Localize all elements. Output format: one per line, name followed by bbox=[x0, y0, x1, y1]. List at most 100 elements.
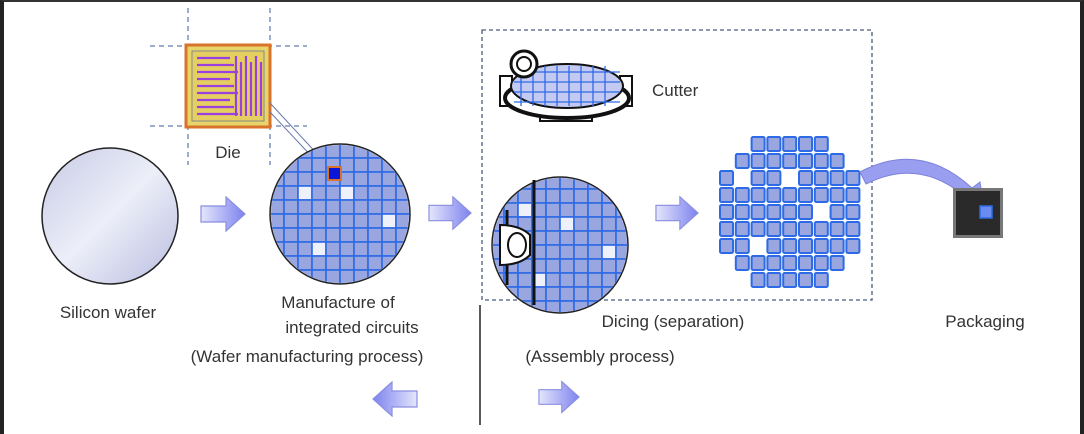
wafer-die bbox=[297, 185, 313, 201]
wafer-die bbox=[559, 216, 575, 232]
diced-die bbox=[766, 153, 782, 169]
wafer-die bbox=[271, 157, 285, 173]
wafer-die bbox=[601, 216, 617, 232]
wafer-die bbox=[283, 227, 299, 243]
wafer-die bbox=[545, 202, 561, 218]
diced-die bbox=[734, 221, 750, 237]
arrow-right-icon bbox=[538, 380, 580, 414]
silicon-wafer-label: Silicon wafer bbox=[60, 303, 157, 322]
diced-die bbox=[719, 238, 734, 254]
wafer-die bbox=[545, 188, 561, 204]
wafer-die bbox=[297, 213, 313, 229]
wafer-die bbox=[493, 286, 505, 302]
diced-die bbox=[845, 170, 861, 186]
diced-die bbox=[829, 255, 845, 271]
diced-die bbox=[734, 255, 750, 271]
assembly-process-label: (Assembly process) bbox=[525, 347, 674, 366]
wafer-die bbox=[325, 227, 341, 243]
diced-die bbox=[813, 272, 829, 288]
diced-die bbox=[719, 170, 734, 186]
wafer-die bbox=[559, 202, 575, 218]
wafer-die bbox=[517, 272, 533, 288]
diced-die bbox=[766, 221, 782, 237]
wafer-die bbox=[325, 241, 341, 257]
diced-die bbox=[845, 238, 861, 254]
wafer-die bbox=[311, 157, 327, 173]
wafer-die bbox=[573, 202, 589, 218]
wafer-die bbox=[339, 157, 355, 173]
diced-die bbox=[829, 153, 845, 169]
diced-die bbox=[782, 255, 798, 271]
wafer-die bbox=[367, 199, 383, 215]
cutter-icon bbox=[499, 49, 633, 122]
packaged-chip-icon bbox=[953, 188, 1003, 238]
wafer-die bbox=[601, 286, 617, 302]
wafer-die bbox=[573, 286, 589, 302]
wafer-die bbox=[283, 145, 299, 159]
wafer-die bbox=[395, 255, 409, 271]
dicing-blade-icon bbox=[499, 180, 536, 305]
wafer-die bbox=[353, 227, 369, 243]
wafer-die bbox=[559, 272, 575, 288]
wafer-die bbox=[283, 241, 299, 257]
diced-die bbox=[734, 187, 750, 203]
wafer-die bbox=[615, 286, 627, 302]
wafer-die bbox=[545, 230, 561, 246]
die-label: Die bbox=[215, 143, 241, 162]
wafer-die bbox=[395, 157, 409, 173]
wafer-die bbox=[297, 241, 313, 257]
wafer-die bbox=[395, 199, 409, 215]
wafer-die bbox=[573, 230, 589, 246]
wafer-die bbox=[545, 216, 561, 232]
diced-die bbox=[750, 255, 766, 271]
wafer-die bbox=[395, 145, 409, 159]
diced-die bbox=[766, 187, 782, 203]
wafer-die bbox=[503, 300, 519, 312]
wafer-die bbox=[367, 255, 383, 271]
wafer-die bbox=[339, 255, 355, 271]
wafer-die bbox=[353, 255, 369, 271]
wafer-die bbox=[367, 213, 383, 229]
wafer-die bbox=[545, 244, 561, 260]
diced-die bbox=[813, 170, 829, 186]
wafer-die bbox=[325, 185, 341, 201]
diced-die bbox=[798, 187, 813, 203]
wafer-die bbox=[353, 199, 369, 215]
silicon-wafer bbox=[41, 147, 179, 285]
diced-die bbox=[829, 187, 845, 203]
wafer-die bbox=[297, 171, 313, 187]
arrow-right-icon bbox=[655, 196, 699, 230]
packaging-label: Packaging bbox=[945, 312, 1024, 331]
diced-die bbox=[845, 187, 861, 203]
diced-die bbox=[813, 187, 829, 203]
diced-die bbox=[813, 136, 829, 152]
arrow-left-icon bbox=[372, 381, 418, 417]
wafer-die bbox=[381, 227, 397, 243]
wafer-die bbox=[559, 230, 575, 246]
wafer-die bbox=[353, 185, 369, 201]
wafer-die bbox=[325, 145, 341, 159]
die-guides bbox=[150, 8, 307, 165]
diced-die bbox=[766, 136, 782, 152]
wafer-die bbox=[587, 202, 603, 218]
wafer-die bbox=[311, 227, 327, 243]
wafer-die bbox=[367, 157, 383, 173]
wafer-die bbox=[587, 244, 603, 260]
wafer-die bbox=[545, 272, 561, 288]
diced-die bbox=[766, 255, 782, 271]
wafer-die bbox=[559, 244, 575, 260]
diced-die bbox=[766, 238, 782, 254]
wafer-die bbox=[587, 272, 603, 288]
diced-die bbox=[782, 136, 798, 152]
diced-die bbox=[798, 221, 813, 237]
wafer-die bbox=[559, 286, 575, 302]
wafer-die bbox=[353, 157, 369, 173]
wafer-die bbox=[311, 171, 327, 187]
wafer-die bbox=[311, 255, 327, 271]
wafer-die bbox=[545, 258, 561, 274]
diced-die bbox=[766, 204, 782, 220]
wafer-die bbox=[381, 241, 397, 257]
diced-die bbox=[798, 238, 813, 254]
wafer-die bbox=[493, 300, 505, 312]
